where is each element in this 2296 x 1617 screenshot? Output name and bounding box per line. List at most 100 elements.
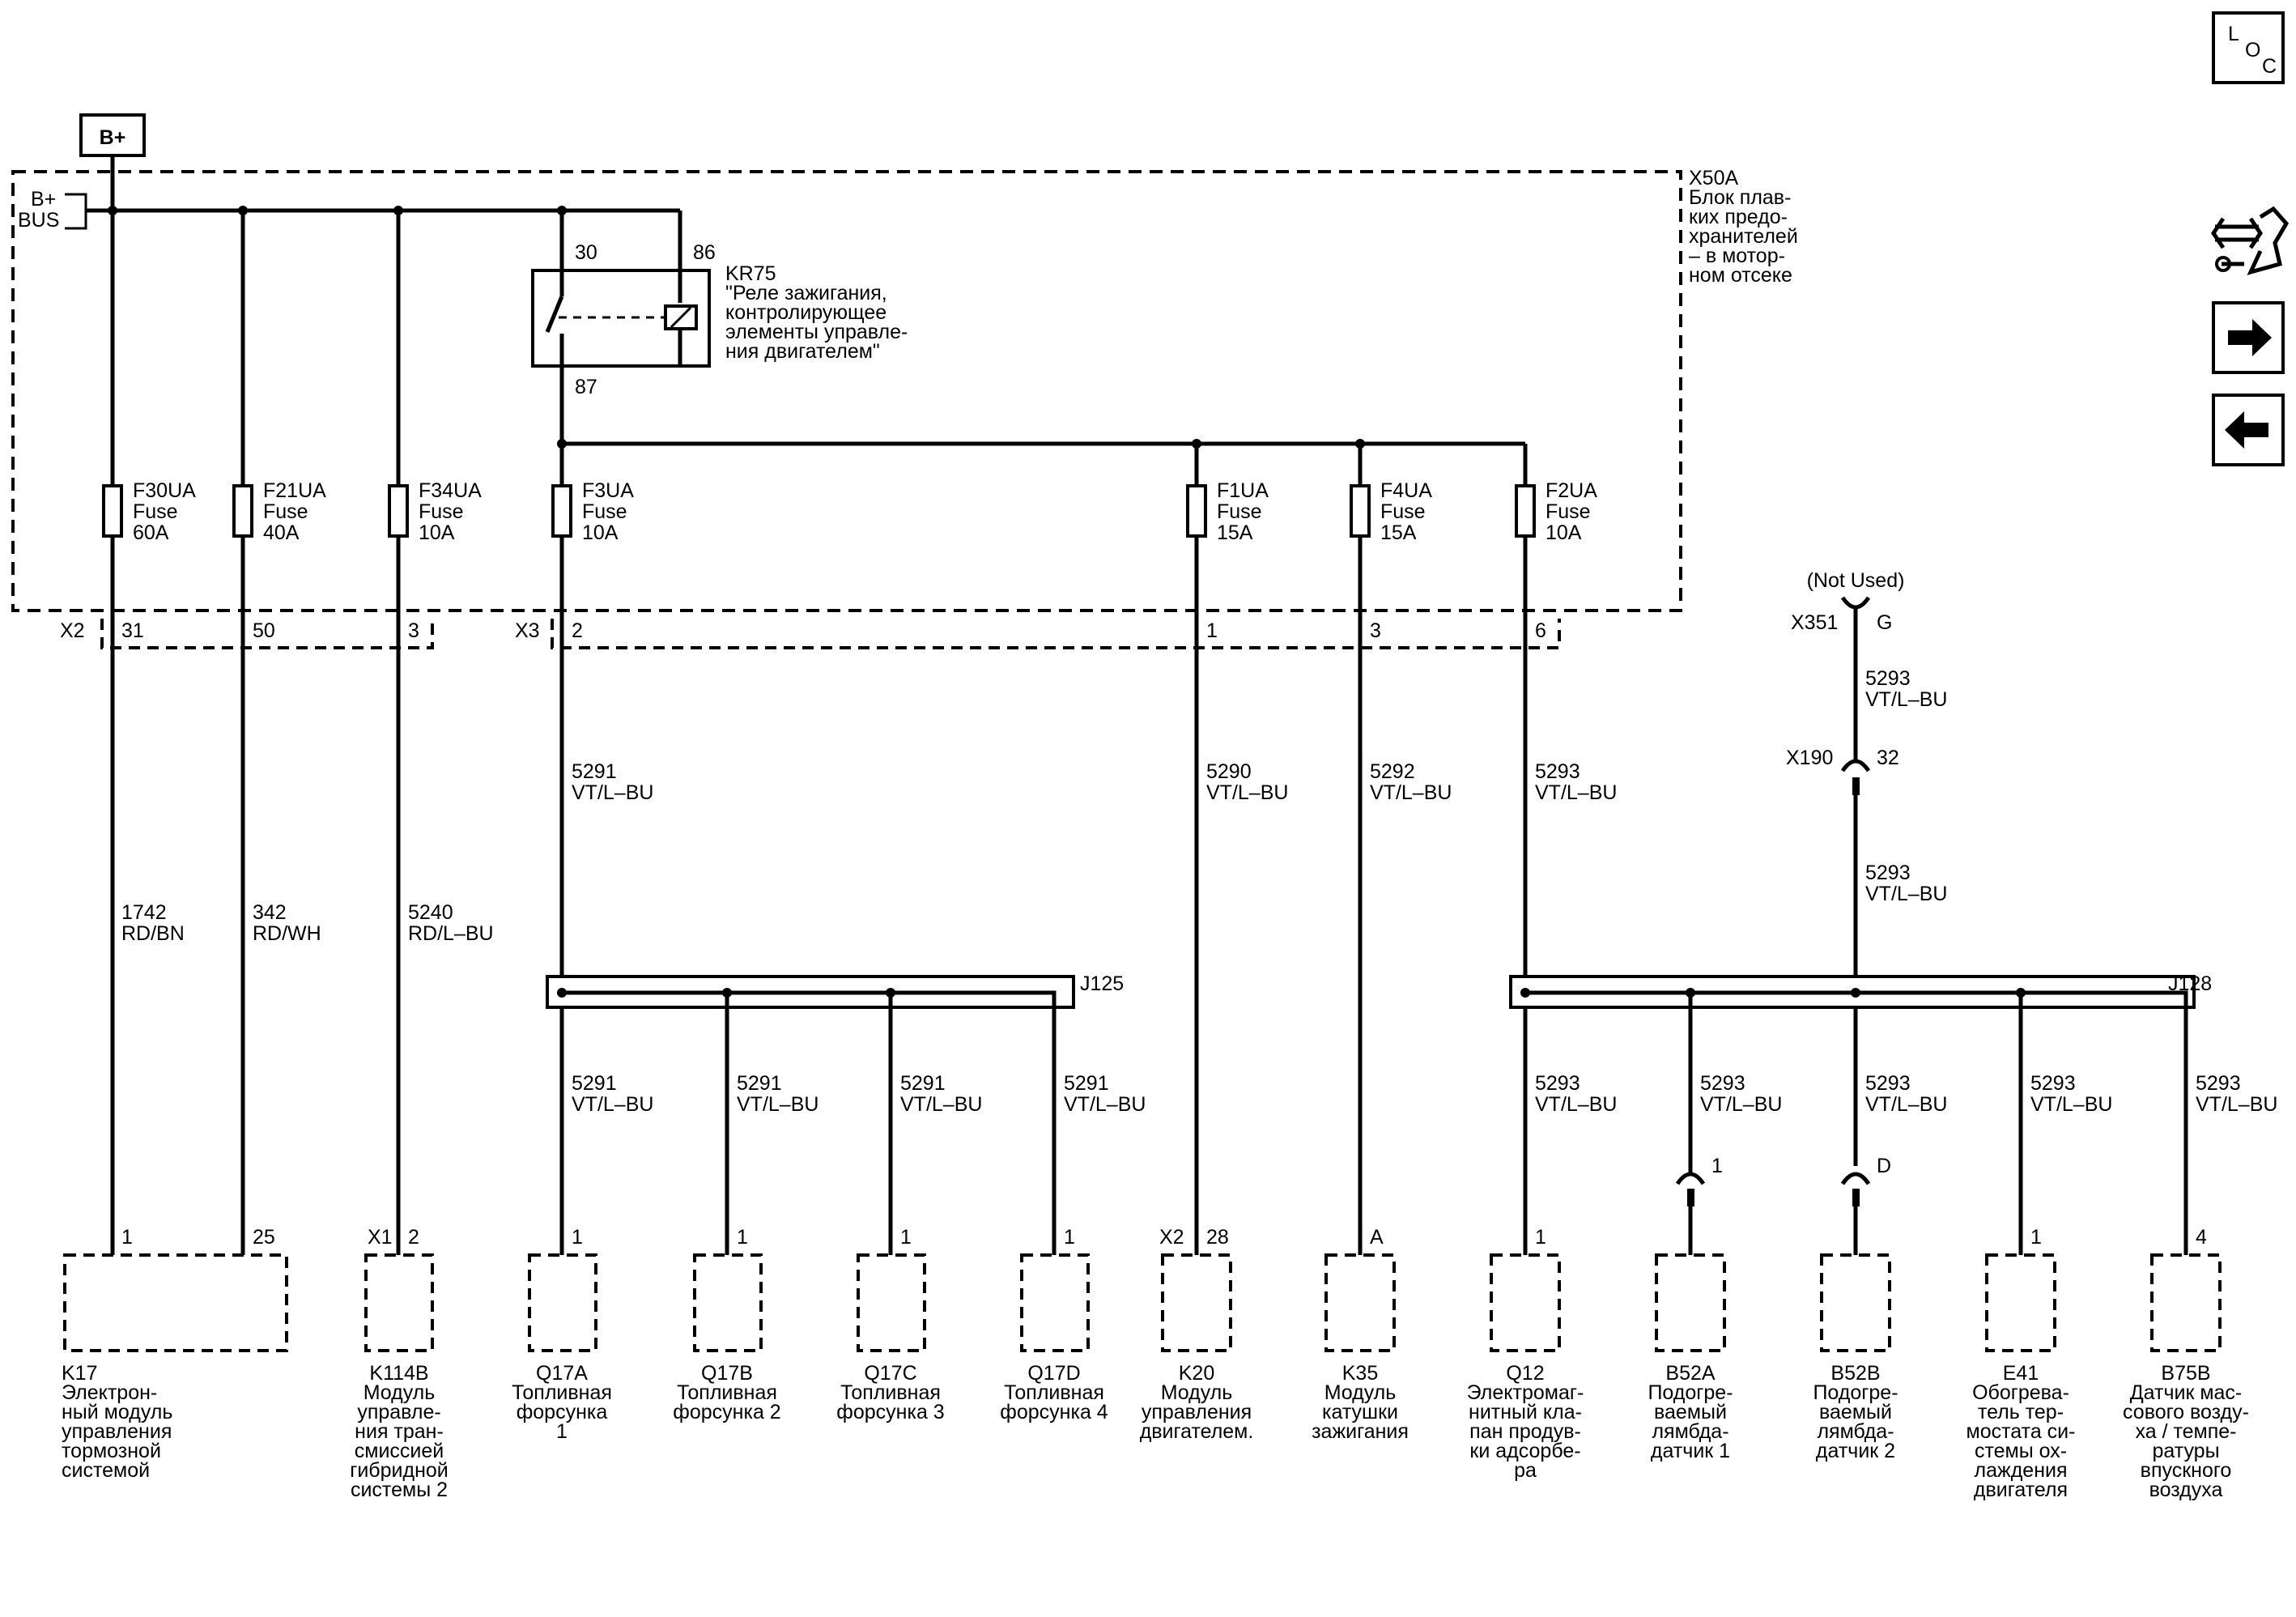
component-id: B52A [1665, 1362, 1715, 1385]
splice-id: J125 [1080, 972, 1124, 995]
wire-label-5293-x351: 5293 VT/L–BU [1865, 667, 1947, 711]
component-id: K35 [1342, 1362, 1378, 1385]
component-id: B52B [1830, 1362, 1880, 1385]
loc-button[interactable]: L O C [2212, 11, 2285, 84]
circuit-number: 5293 [1535, 760, 1580, 783]
bus-label-2: BUS [18, 209, 59, 232]
fuse-f4ua: F4UA Fuse 15A [1350, 479, 1432, 544]
wire-color: VT/L–BU [1535, 1093, 1617, 1116]
component-desc: пан продув- [1469, 1420, 1581, 1443]
component-desc: Электромаг- [1467, 1381, 1584, 1404]
component-desc: управления [1142, 1401, 1252, 1423]
component-id: B75B [2161, 1362, 2210, 1385]
component-desc: гибридной [350, 1459, 449, 1482]
fuse-block-desc-3: хранителей [1689, 225, 1798, 248]
component-desc: датчик 1 [1651, 1440, 1730, 1462]
component-desc: 1 [556, 1420, 568, 1443]
circuit-number: 5292 [1370, 760, 1415, 783]
wire-color: VT/L–BU [737, 1093, 818, 1116]
component-pin: A [1370, 1226, 1384, 1249]
component-desc: Модуль [364, 1381, 436, 1404]
wire-color: VT/L–BU [2196, 1093, 2277, 1116]
prev-page-button[interactable] [2212, 394, 2285, 466]
component-desc: системы 2 [351, 1479, 448, 1501]
component-q17c: 1 Q17C Топливная форсунка 3 [836, 1226, 944, 1423]
wire-label-5293-q12: 5293 VT/L–BU [1535, 760, 1617, 804]
component-pin: 1 [2030, 1226, 2042, 1249]
connector-view-icon[interactable] [2210, 194, 2290, 279]
relay-pin-87: 87 [575, 376, 597, 398]
circuit-number: 5291 [1064, 1072, 1109, 1095]
component-pin: 28 [1206, 1226, 1229, 1249]
circuit-number: 5291 [572, 760, 617, 783]
component-connector: X2 [1159, 1226, 1184, 1249]
fuse-name: F1UA [1217, 479, 1269, 502]
component-desc: ваемый [1819, 1401, 1892, 1423]
fuse-block-desc-4: – в мотор- [1689, 245, 1785, 267]
component-desc: ра [1514, 1459, 1537, 1482]
component-q17a: 1 Q17A Топливная форсунка 1 [512, 1226, 612, 1443]
component-desc: впускного [2141, 1459, 2232, 1482]
component-desc: Топливная [840, 1381, 941, 1404]
circuit-number: 5291 [737, 1072, 782, 1095]
fuse-name: F4UA [1380, 479, 1432, 502]
fuse-f2ua: F2UA Fuse 10A [1515, 479, 1597, 544]
fuse-type: Fuse [133, 500, 178, 523]
component-b75b: 4 B75B Датчик мас- сового возду- ха / те… [2123, 1226, 2249, 1501]
connector-pin: 6 [1535, 619, 1546, 642]
component-desc: Датчик мас- [2130, 1381, 2243, 1404]
component-desc: сового возду- [2123, 1401, 2249, 1423]
relay-kr75: 30 86 87 KR75 "Реле зажигания, контролир… [531, 211, 908, 398]
component-id: Q17D [1027, 1362, 1080, 1385]
fuse-type: Fuse [419, 500, 464, 523]
component-desc: лаждения [1974, 1459, 2067, 1482]
component-k20: X2 28 K20 Модуль управления двигателем. [1140, 1226, 1254, 1443]
circuit-number: 5293 [1865, 862, 1911, 884]
component-desc: стемы ох- [1975, 1440, 2067, 1462]
component-desc: двигателем. [1140, 1420, 1254, 1443]
component-desc: Подогре- [1648, 1381, 1733, 1404]
circuit-number: 5291 [900, 1072, 946, 1095]
relay-desc-2: контролирующее [725, 301, 887, 324]
wire-label-5293-b52b: 5293 VT/L–BU [1865, 1072, 1947, 1116]
connector-x190: X190 32 [1786, 747, 1899, 795]
component-k114b: X1 2 K114B Модуль управле- ния тран- сми… [350, 1226, 449, 1501]
component-q12: 1 Q12 Электромаг- нитный кла- пан продув… [1467, 1226, 1584, 1482]
wire-label-5293-j128-q12: 5293 VT/L–BU [1535, 1072, 1617, 1116]
wire-label-5293-b52a: 5293 VT/L–BU [1700, 1072, 1782, 1116]
fuse-type: Fuse [582, 500, 627, 523]
circuit-number: 5290 [1206, 760, 1252, 783]
component-pin: 1 [1064, 1226, 1075, 1249]
splice-j125: J125 [546, 972, 1124, 1009]
wire-color: VT/L–BU [572, 1093, 653, 1116]
wire-color: VT/L–BU [1865, 1093, 1947, 1116]
fuse-block-id: X50A [1689, 167, 1738, 189]
component-id: Q12 [1506, 1362, 1544, 1385]
wire-color: VT/L–BU [1535, 781, 1617, 804]
fuse-type: Fuse [1546, 500, 1591, 523]
component-desc: ваемый [1654, 1401, 1727, 1423]
component-id: E41 [2003, 1362, 2039, 1385]
loc-letter: O [2245, 39, 2260, 62]
connector-id: X3 [515, 619, 540, 642]
wire-color: VT/L–BU [1370, 781, 1452, 804]
fuse-block-outline [11, 170, 1682, 612]
component-id: Q17B [701, 1362, 753, 1385]
connector-pin: D [1877, 1155, 1891, 1177]
wire-color: VT/L–BU [572, 781, 653, 804]
wire-label-5292: 5292 VT/L–BU [1370, 760, 1452, 804]
wire-color: VT/L–BU [1206, 781, 1288, 804]
next-page-button[interactable] [2212, 301, 2285, 374]
fuse-type: Fuse [1380, 500, 1426, 523]
component-pin: 4 [2196, 1226, 2207, 1249]
circuit-number: 5293 [2196, 1072, 2241, 1095]
connector-x351: (Not Used) X351 G [1791, 569, 1904, 634]
circuit-number: 5293 [1535, 1072, 1580, 1095]
fuse-type: Fuse [263, 500, 308, 523]
inline-connector-b52a: 1 [1675, 1155, 1723, 1206]
connector-pin: G [1877, 611, 1892, 634]
component-desc: Подогре- [1813, 1381, 1898, 1404]
component-desc: зажигания [1312, 1420, 1409, 1443]
fuse-f21ua: F21UA Fuse 40A [232, 479, 326, 544]
